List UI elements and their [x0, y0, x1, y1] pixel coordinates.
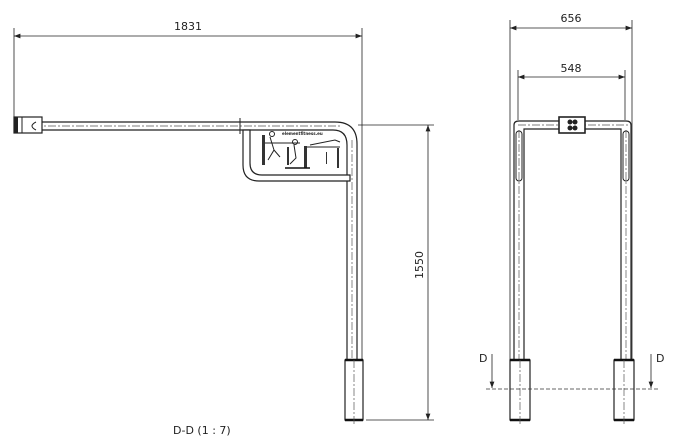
- section-marker-right: D: [656, 352, 664, 365]
- end-cap: [13, 116, 43, 134]
- section-marker-left: D: [479, 352, 487, 365]
- connector-clamp: [558, 116, 586, 134]
- inner-loop-tube: [242, 129, 351, 182]
- dimension-656: 656: [561, 12, 582, 25]
- section-label: D-D (1 : 7): [173, 424, 231, 437]
- dimension-1831: 1831: [174, 20, 202, 33]
- dimension-548: 548: [561, 62, 582, 75]
- svg-text:elementfitness.eu: elementfitness.eu: [282, 131, 323, 136]
- left-view: 1831 elementfitness.eu: [13, 20, 434, 425]
- frame-tube: [513, 120, 632, 361]
- logo-plate: elementfitness.eu: [262, 131, 341, 169]
- right-view: 656 548 D D: [479, 12, 664, 425]
- dimension-1550: 1550: [413, 251, 426, 279]
- top-tube: [39, 121, 358, 361]
